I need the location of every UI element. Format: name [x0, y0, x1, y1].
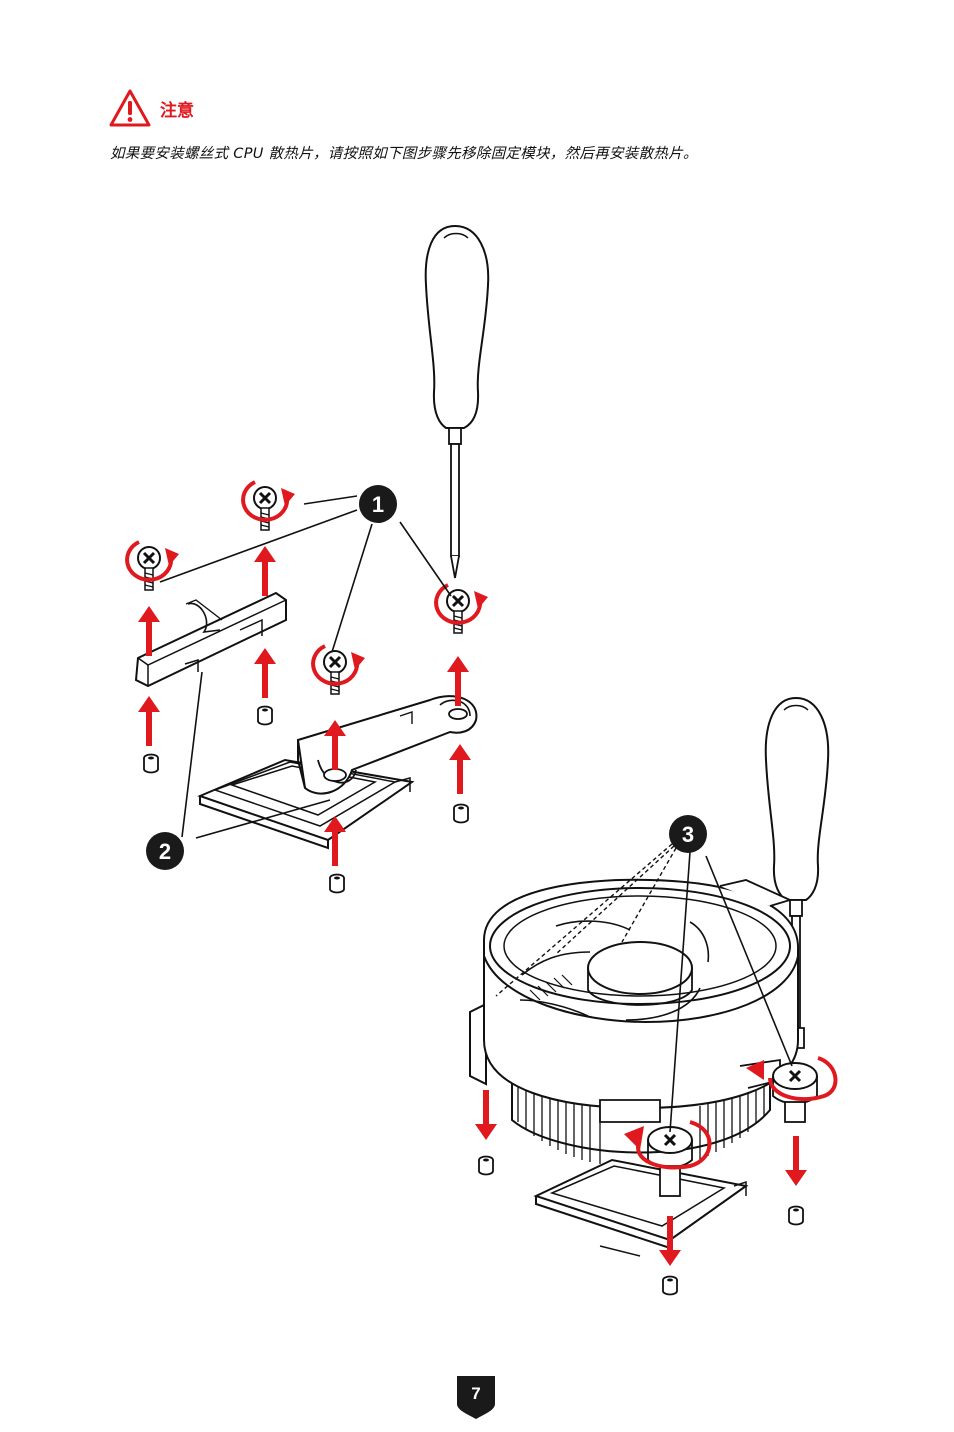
up-arrow-icon	[138, 696, 160, 746]
step-3-badge: 3	[669, 815, 707, 853]
step-2-badge: 2	[146, 832, 184, 870]
cooler-fan	[470, 880, 798, 1122]
standoff-icon	[258, 707, 272, 725]
page-number: 7	[455, 1374, 497, 1414]
screw-icon	[447, 590, 469, 633]
screw-icon	[138, 547, 160, 590]
up-arrow-icon	[254, 546, 276, 596]
up-arrow-icon	[254, 648, 276, 698]
screw-icon	[254, 487, 276, 530]
standoff-icon	[454, 805, 468, 823]
svg-text:1: 1	[372, 492, 384, 517]
cpu-socket	[536, 1160, 746, 1256]
svg-text:2: 2	[159, 839, 171, 864]
standoff-icon	[663, 1277, 677, 1295]
screwdriver-icon	[426, 226, 489, 578]
down-arrow-icon	[475, 1090, 497, 1140]
up-arrow-icon	[449, 744, 471, 794]
standoff-icon	[479, 1157, 493, 1175]
step-1-badge: 1	[359, 485, 397, 523]
standoff-icon	[789, 1207, 803, 1225]
down-arrow-icon	[785, 1136, 807, 1186]
page-number-badge: 7	[455, 1374, 497, 1420]
standoff-icon	[330, 875, 344, 893]
screw-icon	[324, 651, 346, 694]
standoff-icon	[144, 755, 158, 773]
svg-text:3: 3	[682, 822, 694, 847]
